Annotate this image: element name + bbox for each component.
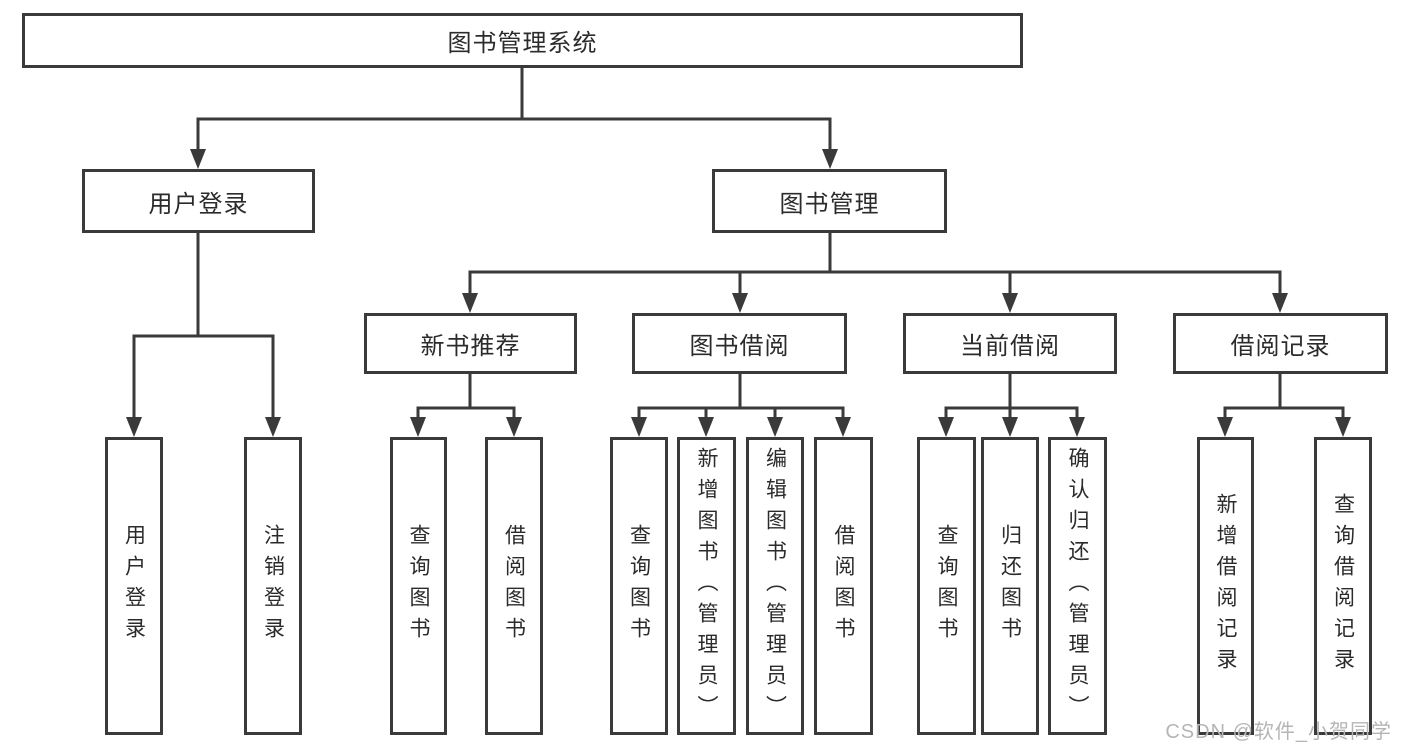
leaf-label: 归还图书 — [998, 524, 1022, 648]
leaf-label: 新增借阅记录 — [1214, 493, 1237, 679]
leaf-query-books-borrow: 查询图书 — [610, 437, 668, 735]
node-label: 当前借阅 — [960, 333, 1060, 360]
node-book-management: 图书管理 — [712, 169, 947, 233]
node-borrow-records: 借阅记录 — [1173, 313, 1388, 374]
node-label: 用户登录 — [148, 190, 249, 218]
node-book-management-system: 图书管理系统 — [22, 13, 1023, 68]
connector-borrowrecords-to-leaves — [1223, 374, 1345, 430]
node-label: 借阅记录 — [1230, 333, 1331, 360]
leaf-label: 查询图书 — [407, 524, 430, 648]
connector-newbook-to-leaves — [416, 374, 516, 430]
connector-bookborrow-to-leaves — [637, 374, 845, 430]
arrowheads — [126, 149, 1351, 437]
leaf-borrow-books-borrow: 借阅图书 — [814, 437, 873, 735]
leaf-query-borrow-record: 查询借阅记录 — [1314, 437, 1372, 735]
leaf-add-book-admin: 新增图书（管理员） — [677, 437, 736, 735]
leaf-edit-book-admin: 编辑图书（管理员） — [746, 437, 804, 735]
leaf-label: 新增图书（管理员） — [695, 446, 718, 726]
leaf-label: 查询借阅记录 — [1331, 493, 1355, 679]
leaf-logout: 注销登录 — [244, 437, 302, 735]
leaf-label: 查询图书 — [627, 524, 651, 648]
leaf-add-borrow-record: 新增借阅记录 — [1197, 437, 1254, 735]
leaf-label: 借阅图书 — [502, 524, 526, 648]
leaf-user-login: 用户登录 — [105, 437, 163, 735]
connector-bookmgmt-to-level3 — [468, 233, 1282, 306]
csdn-watermark: CSDN @软件_小贺同学 — [1165, 721, 1392, 743]
node-new-book-recommend: 新书推荐 — [364, 313, 577, 374]
leaf-label: 借阅图书 — [832, 524, 855, 648]
leaf-return-book: 归还图书 — [981, 437, 1039, 735]
leaf-borrow-books-recommend: 借阅图书 — [485, 437, 543, 735]
leaf-label: 用户登录 — [122, 524, 146, 648]
leaf-label: 编辑图书（管理员） — [763, 446, 787, 726]
node-label: 图书借阅 — [689, 333, 790, 360]
connector-userlogin-to-leaves — [132, 233, 275, 430]
leaf-confirm-return-admin: 确认归还（管理员） — [1048, 437, 1107, 735]
node-label: 图书管理 — [779, 190, 880, 218]
leaf-label: 注销登录 — [261, 524, 285, 648]
leaf-query-books-current: 查询图书 — [917, 437, 976, 735]
leaf-label: 确认归还（管理员） — [1066, 446, 1089, 726]
leaf-label: 查询图书 — [935, 524, 958, 648]
node-user-login: 用户登录 — [82, 169, 315, 233]
leaf-query-books-recommend: 查询图书 — [390, 437, 447, 735]
node-label: 图书管理系统 — [447, 30, 598, 57]
node-label: 新书推荐 — [420, 333, 521, 360]
connector-root-to-level2 — [196, 68, 832, 162]
node-book-borrow: 图书借阅 — [632, 313, 847, 374]
node-current-borrow: 当前借阅 — [903, 313, 1117, 374]
